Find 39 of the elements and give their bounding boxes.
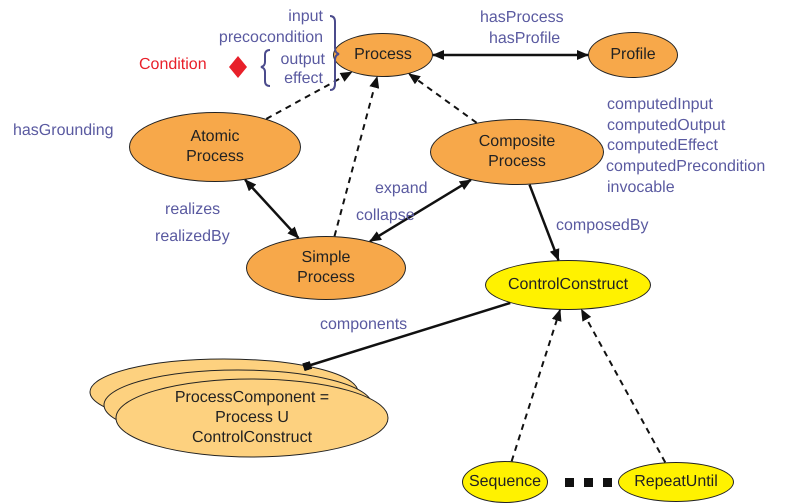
node-label: Atomic Process [185, 127, 245, 167]
arrow [266, 71, 353, 120]
text-label: expand [375, 179, 428, 199]
text-label: hasGrounding [13, 121, 114, 141]
node-label: Process [353, 45, 413, 65]
node-label: Profile [609, 45, 657, 65]
text-label: invocable [607, 178, 675, 198]
node-label: Sequence [468, 472, 542, 492]
node-label: Simple Process [296, 248, 356, 288]
arrow [369, 178, 472, 242]
text-label: realizes [165, 200, 220, 220]
arrow [408, 72, 478, 124]
text-label: effect [284, 69, 323, 89]
text-label: computedPrecondition [606, 157, 766, 177]
text-label: Condition [139, 55, 207, 75]
ellipse-node [333, 33, 433, 77]
text-label: precocondition [218, 28, 323, 48]
stacked-ellipses [88, 357, 390, 459]
arrow [580, 308, 666, 463]
text-label: input [288, 7, 323, 27]
text-label: computedInput [607, 95, 713, 115]
arrow [528, 184, 560, 262]
text-label: computedEffect [607, 136, 718, 156]
text-label: hasProcess [480, 8, 564, 28]
arrow [334, 76, 380, 236]
arrow [432, 50, 589, 60]
text-label: realizedBy [155, 227, 230, 247]
text-label: components [320, 315, 408, 335]
text-label: composedBy [556, 216, 648, 236]
text-label: hasProfile [489, 29, 560, 49]
text-label: computedOutput [607, 116, 726, 136]
node-label: ControlConstruct [506, 275, 630, 295]
text-label: collapse [356, 206, 415, 226]
node-label: ProcessComponent = Process U ControlConstruct [174, 388, 330, 448]
arrow [244, 178, 300, 239]
text-label: output [280, 50, 325, 70]
node-label: Composite Process [478, 132, 556, 172]
arrow [510, 308, 562, 462]
node-label: RepeatUntil [633, 472, 719, 492]
